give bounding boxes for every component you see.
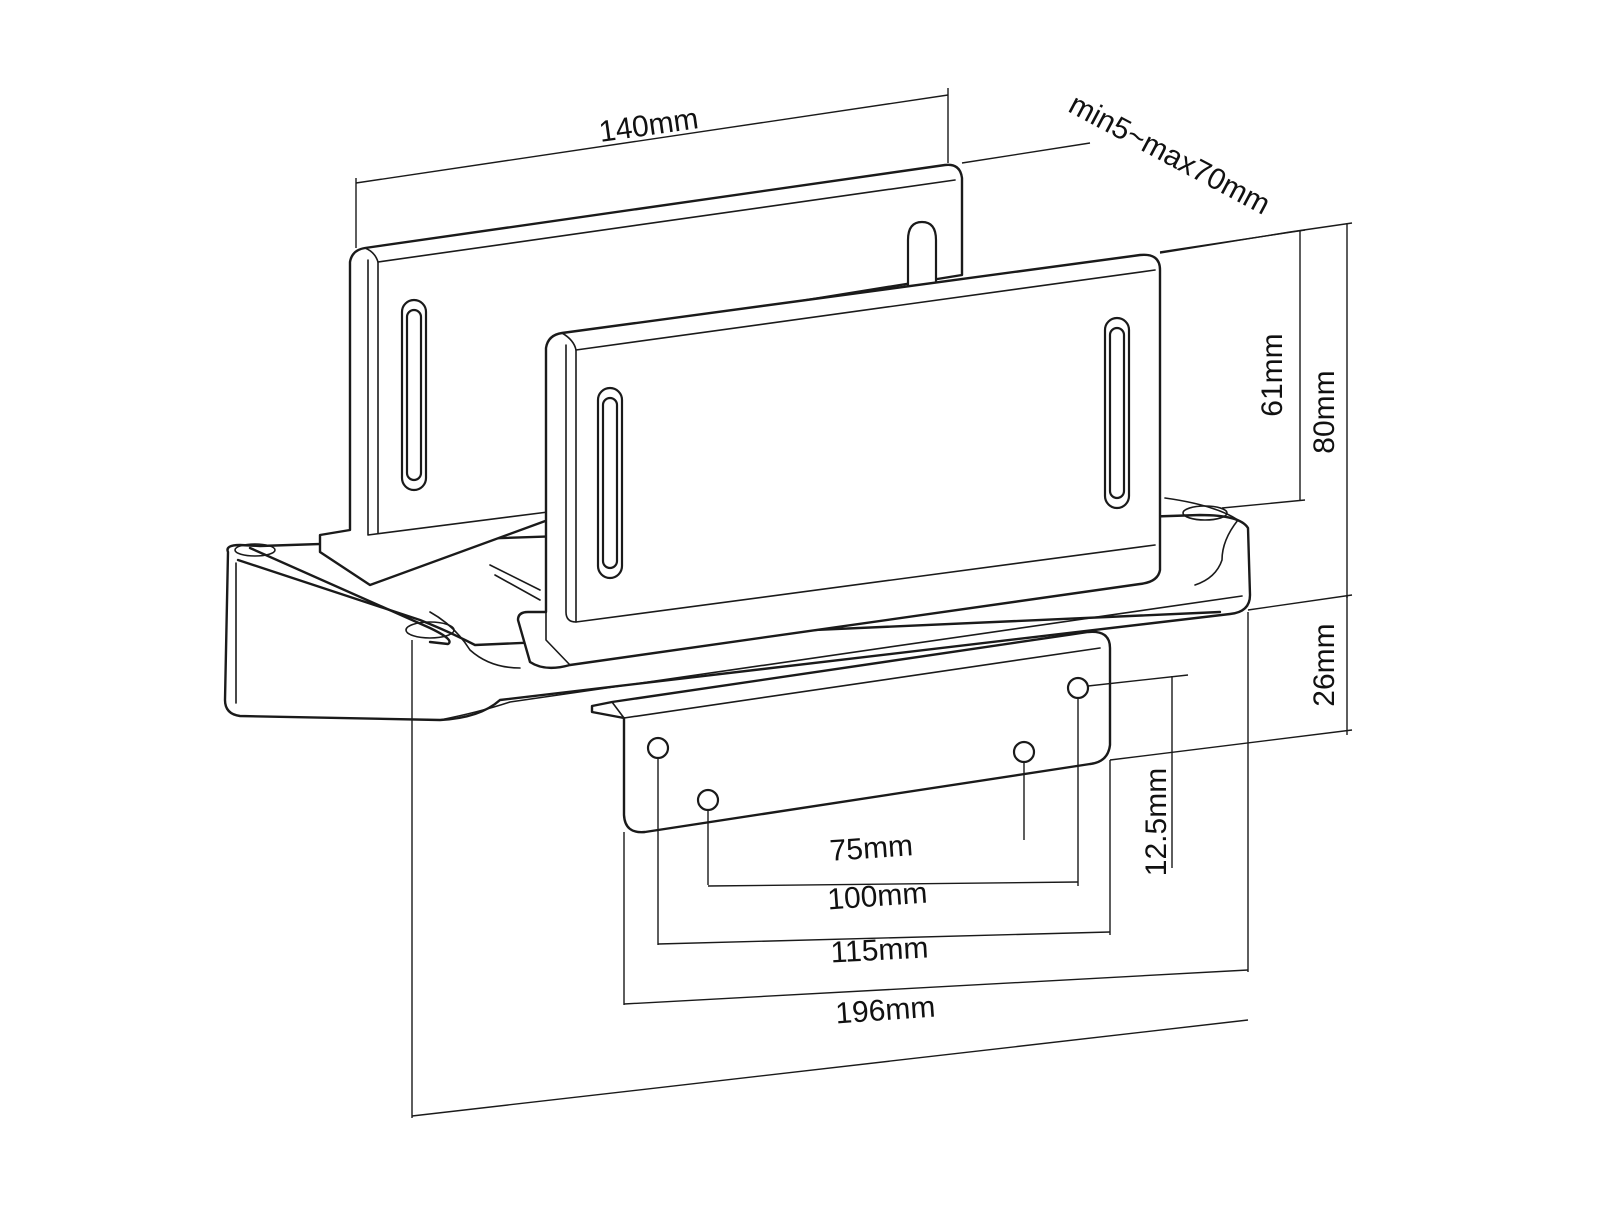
- dim-label-196mm: 196mm: [834, 991, 936, 1031]
- front-clamp-plate: [516, 253, 1162, 670]
- dimension-lines: [355, 88, 1353, 1118]
- dim-label-75mm: 75mm: [829, 829, 914, 868]
- mounting-bracket: [590, 630, 1112, 834]
- dim-label-140mm: 140mm: [597, 102, 701, 149]
- dim-label-gap-range: min5~max70mm: [1063, 88, 1275, 222]
- dim-label-80mm: 80mm: [1308, 370, 1341, 453]
- dim-label-115mm: 115mm: [830, 931, 929, 969]
- dim-label-100mm: 100mm: [826, 877, 928, 917]
- dim-label-61mm: 61mm: [1256, 333, 1289, 416]
- dim-label-12-5mm: 12.5mm: [1140, 768, 1173, 876]
- dim-label-26mm: 26mm: [1308, 623, 1341, 706]
- rear-clamp-plate: [318, 163, 964, 601]
